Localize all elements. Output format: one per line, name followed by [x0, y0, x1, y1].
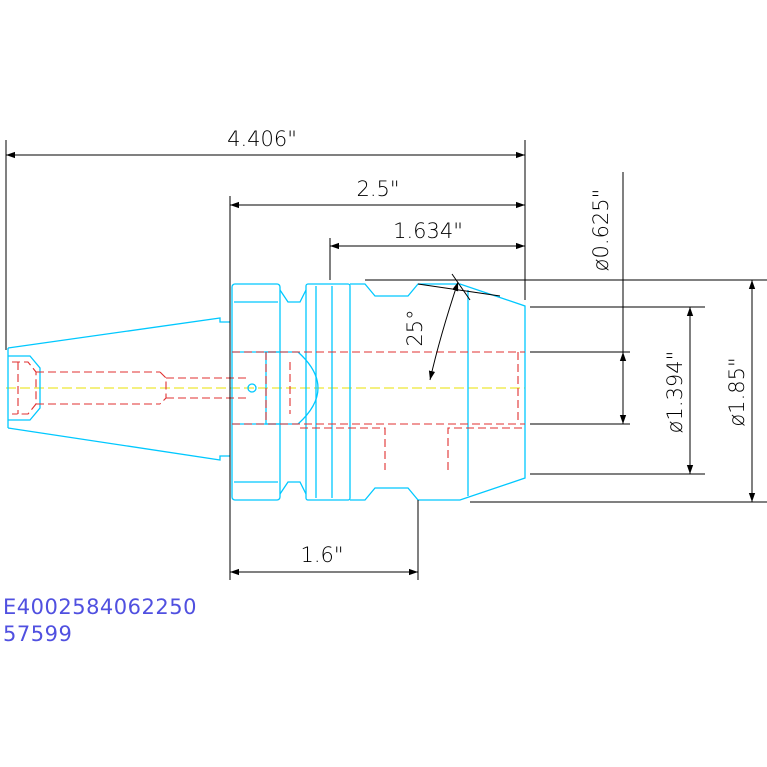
dimension-lines	[5, 140, 767, 580]
dim-gauge-text: 1.6"	[300, 543, 343, 567]
dim-outer-text: ø1.85"	[725, 357, 749, 426]
part-code-label: E4002584062250	[3, 595, 197, 619]
part-number-label: 57599	[3, 622, 73, 646]
dim-overall-text: 4.406"	[227, 127, 297, 151]
dim-body-text: 2.5"	[356, 177, 399, 201]
dim-angle-arc	[428, 281, 459, 381]
tool-outline	[7, 283, 526, 501]
dim-nose-text: 1.634"	[393, 219, 463, 243]
dim-bore-text: ø0.625"	[589, 189, 613, 272]
dim-angle-text: 25°	[403, 309, 427, 346]
hidden-lines	[12, 351, 525, 470]
dim-inner-text: ø1.394"	[663, 351, 687, 434]
